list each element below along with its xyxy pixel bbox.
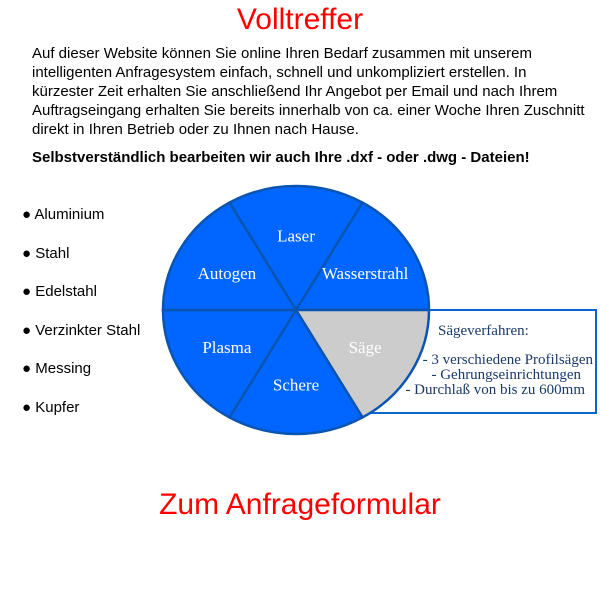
pie-segment-wasserstrahl — [293, 200, 431, 312]
pie-label: Wasserstrahl — [322, 264, 409, 283]
saege-info-box: Sägeverfahren: - 3 verschiedene Profilsä… — [355, 309, 597, 414]
saege-heading: Sägeverfahren: — [438, 323, 529, 339]
list-item: ● Kupfer — [22, 398, 80, 416]
list-item: ● Aluminium — [22, 206, 105, 223]
pie-label: Schere — [273, 375, 319, 394]
list-item: ● Verzinkter Stahl — [22, 321, 141, 339]
saege-item: - Gehrungseinrichtungen — [431, 367, 581, 383]
intro-text: Auf dieser Website können Sie online Ihr… — [32, 45, 585, 138]
list-item: ● Stahl — [22, 244, 70, 262]
pie-segment-plasma — [161, 308, 299, 420]
pie-segment-laser — [227, 184, 365, 313]
file-format-note: Selbstverständlich bearbeiten wir auch I… — [32, 149, 530, 166]
request-form-link[interactable]: Zum Anfrageformular — [159, 488, 441, 521]
list-item: ● Messing — [22, 360, 92, 377]
materials-list: ● Aluminium ● Stahl ● Edelstahl ● Verzin… — [22, 206, 140, 437]
saege-item: - Durchlaß von bis zu 600mm — [405, 382, 585, 398]
pie-label: Laser — [277, 227, 315, 246]
list-item: ● Edelstahl — [22, 283, 97, 300]
saege-item: - 3 verschiedene Profilsägen — [422, 352, 593, 368]
pie-segment-schere — [227, 307, 365, 436]
page-title: Volltreffer — [236, 3, 364, 36]
pie-segment-autogen — [161, 200, 299, 312]
pie-label: Plasma — [202, 338, 252, 357]
pie-label: Autogen — [198, 264, 257, 283]
